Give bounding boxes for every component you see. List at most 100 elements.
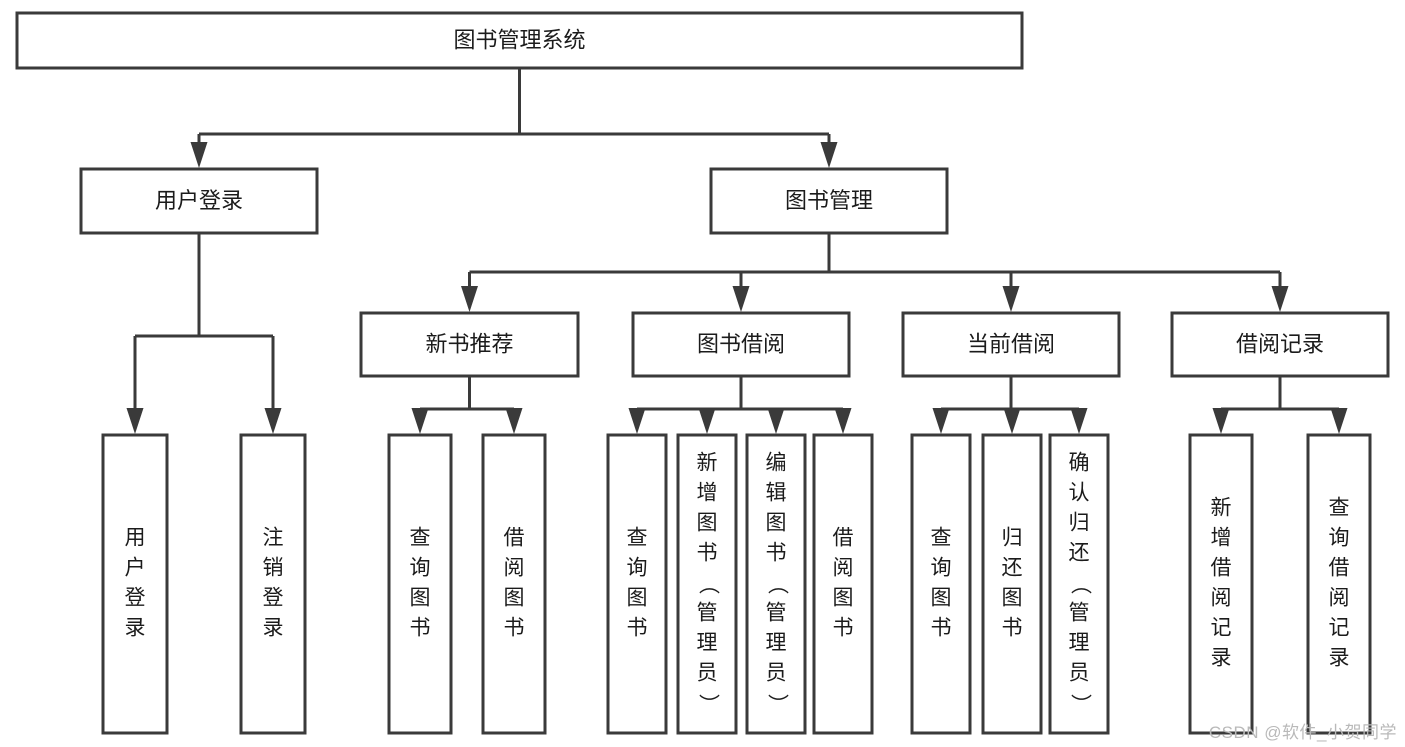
svg-text:查: 查 xyxy=(1329,497,1350,520)
svg-text:记: 记 xyxy=(1211,617,1232,640)
node-current[interactable]: 当前借阅 xyxy=(901,311,1121,378)
node-box-leaf-edit-book xyxy=(745,433,807,735)
svg-text:理: 理 xyxy=(1069,632,1090,655)
svg-text:借: 借 xyxy=(1329,557,1350,580)
node-box-records xyxy=(1170,311,1390,378)
svg-text:管: 管 xyxy=(1069,602,1090,625)
svg-text:书: 书 xyxy=(766,542,787,565)
svg-text:查: 查 xyxy=(410,527,431,550)
node-box-leaf-add-record xyxy=(1188,433,1254,735)
node-box-newbook xyxy=(359,311,580,378)
node-newbook[interactable]: 新书推荐 xyxy=(359,311,580,378)
connector-newbook-to-leaves xyxy=(411,376,523,434)
connector-borrow-to-leaves xyxy=(628,376,852,434)
svg-text:书: 书 xyxy=(833,617,854,640)
svg-text:阅: 阅 xyxy=(1329,587,1350,610)
node-box-leaf-confirm-return xyxy=(1048,433,1110,735)
svg-text:借: 借 xyxy=(1211,557,1232,580)
svg-text:编: 编 xyxy=(766,452,787,475)
svg-text:（: （ xyxy=(765,574,788,595)
node-box-leaf-query-book-borrow xyxy=(606,433,668,735)
svg-text:归: 归 xyxy=(1002,527,1023,550)
svg-text:管: 管 xyxy=(766,602,787,625)
node-login[interactable]: 用户登录 xyxy=(79,167,319,235)
node-box-borrow xyxy=(631,311,851,378)
node-box-root xyxy=(15,11,1024,70)
node-leaf-user-login[interactable]: 用户登录 xyxy=(101,433,169,735)
svg-text:辑: 辑 xyxy=(766,482,787,505)
svg-text:阅: 阅 xyxy=(833,557,854,580)
svg-text:归: 归 xyxy=(1069,512,1090,535)
svg-text:销: 销 xyxy=(263,557,284,580)
svg-text:图: 图 xyxy=(697,512,718,535)
svg-text:注: 注 xyxy=(263,527,284,550)
node-box-leaf-query-book-current xyxy=(910,433,972,735)
svg-text:理: 理 xyxy=(766,632,787,655)
svg-text:记: 记 xyxy=(1329,617,1350,640)
svg-text:录: 录 xyxy=(1329,647,1350,670)
svg-text:询: 询 xyxy=(1329,527,1350,550)
svg-text:认: 认 xyxy=(1069,482,1090,505)
node-box-leaf-query-book-new xyxy=(387,433,453,735)
svg-text:）: ） xyxy=(765,694,788,715)
svg-text:还: 还 xyxy=(1069,542,1090,565)
node-bookmgmt[interactable]: 图书管理 xyxy=(709,167,949,235)
svg-text:书: 书 xyxy=(931,617,952,640)
node-borrow[interactable]: 图书借阅 xyxy=(631,311,851,378)
svg-text:查: 查 xyxy=(627,527,648,550)
svg-text:增: 增 xyxy=(1211,527,1232,550)
connector-layer xyxy=(126,68,1348,434)
node-box-leaf-logout xyxy=(239,433,307,735)
node-label-leaf-user-login: 用户登录 xyxy=(125,527,146,640)
node-records[interactable]: 借阅记录 xyxy=(1170,311,1390,378)
svg-text:图: 图 xyxy=(931,587,952,610)
svg-text:员: 员 xyxy=(1069,662,1090,685)
svg-text:书: 书 xyxy=(410,617,431,640)
svg-text:员: 员 xyxy=(766,662,787,685)
svg-text:图: 图 xyxy=(1002,587,1023,610)
svg-text:（: （ xyxy=(696,574,719,595)
svg-text:登: 登 xyxy=(125,587,146,610)
svg-text:登: 登 xyxy=(263,587,284,610)
svg-text:图: 图 xyxy=(504,587,525,610)
node-root[interactable]: 图书管理系统 xyxy=(15,11,1024,70)
svg-text:理: 理 xyxy=(697,632,718,655)
svg-text:录: 录 xyxy=(263,617,284,640)
svg-text:阅: 阅 xyxy=(504,557,525,580)
svg-text:询: 询 xyxy=(931,557,952,580)
node-label-records: 借阅记录 xyxy=(1236,331,1324,356)
node-box-login xyxy=(79,167,319,235)
svg-text:管: 管 xyxy=(697,602,718,625)
watermark-text: CSDN @软件_小贺同学 xyxy=(1208,723,1397,742)
svg-text:书: 书 xyxy=(697,542,718,565)
svg-text:增: 增 xyxy=(697,482,718,505)
node-label-bookmgmt: 图书管理 xyxy=(785,188,873,213)
svg-text:录: 录 xyxy=(1211,647,1232,670)
svg-text:阅: 阅 xyxy=(1211,587,1232,610)
connector-login-to-leaves xyxy=(126,233,282,434)
svg-text:图: 图 xyxy=(410,587,431,610)
node-box-leaf-borrow-book xyxy=(812,433,874,735)
node-box-leaf-borrow-book-new xyxy=(481,433,547,735)
node-layer: 图书管理系统用户登录图书管理新书推荐图书借阅当前借阅借阅记录用户登录注销登录查询… xyxy=(15,11,1390,735)
